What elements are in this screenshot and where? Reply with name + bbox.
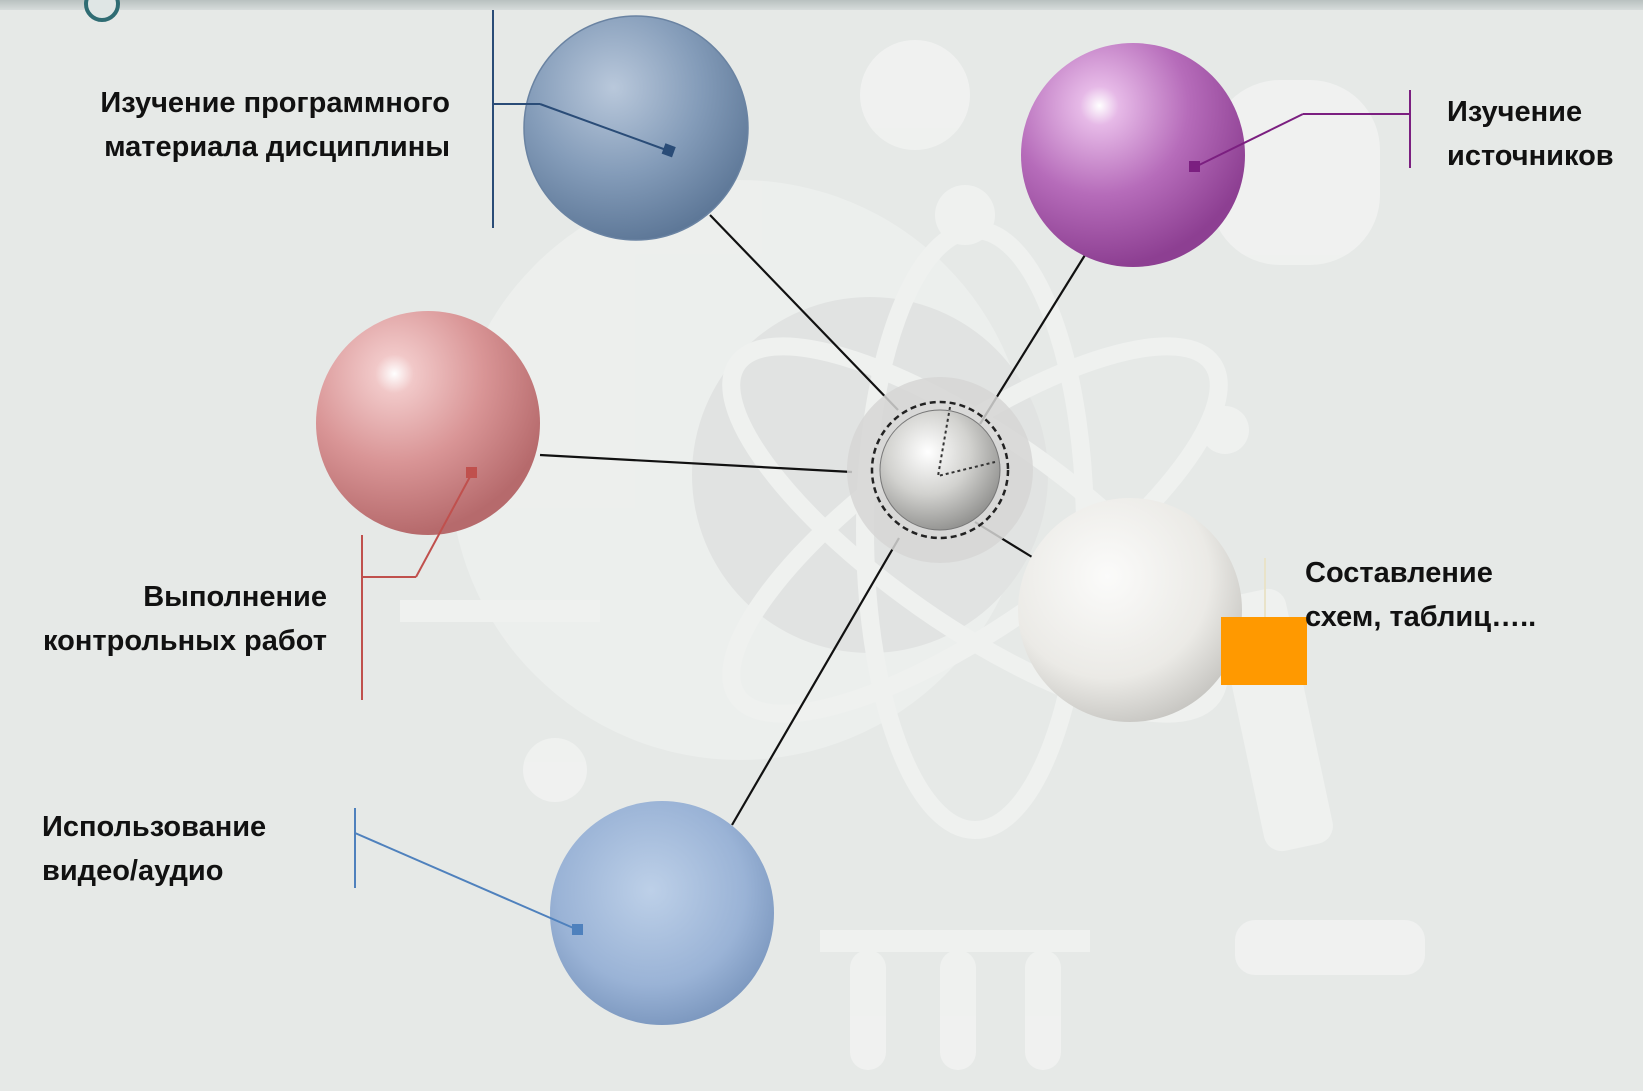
atom-node-1 (935, 185, 995, 245)
label-program-study: Изучение программного материала дисципли… (40, 81, 450, 169)
tube-2 (940, 950, 976, 1070)
callout-control (361, 472, 473, 700)
label-schemes-tables-line1: Составление (1305, 557, 1493, 589)
sphere-program-study (523, 15, 749, 241)
label-control-works-line2: контрольных работ (43, 625, 327, 657)
connector-video (731, 537, 900, 826)
hub-sphere (879, 409, 1001, 531)
connector-control (539, 453, 853, 474)
label-schemes-tables: Составление схем, таблиц….. (1305, 551, 1536, 639)
callout-video-dot (572, 924, 583, 935)
microscope-base (1235, 920, 1425, 975)
callout-program-dot (661, 143, 676, 158)
top-bar (0, 0, 1643, 10)
callout-sources-dot (1189, 161, 1200, 172)
atom-node-3 (523, 738, 587, 802)
sphere-control-works (316, 311, 540, 535)
label-control-works-line1: Выполнение (143, 581, 327, 613)
center-hub (847, 377, 1033, 563)
label-control-works: Выполнение контрольных работ (0, 575, 327, 663)
label-program-study-line1: Изучение программного (100, 87, 450, 119)
callout-control-dot (466, 467, 477, 478)
tube-1 (850, 950, 886, 1070)
callouts (354, 10, 1411, 935)
callout-video (354, 808, 579, 931)
connectors (539, 214, 1086, 826)
callout-program (492, 10, 670, 228)
tube-3 (1025, 950, 1061, 1070)
label-sources-study: Изучение источников (1447, 90, 1614, 178)
label-video-audio-line1: Использование (42, 811, 267, 843)
label-video-audio: Использование видео/аудио (42, 805, 266, 893)
sphere-schemes-tables (1018, 498, 1242, 722)
label-sources-study-line2: источников (1447, 140, 1614, 172)
highlight-box (1221, 617, 1307, 685)
stand-base (400, 600, 600, 622)
label-sources-study-line1: Изучение (1447, 96, 1583, 128)
sphere-video-audio (550, 801, 774, 1025)
hub-dashed-ring (870, 400, 1010, 540)
label-program-study-line2: материала дисциплины (104, 131, 450, 163)
label-schemes-tables-line2: схем, таблиц….. (1305, 601, 1537, 633)
hub-pointer (936, 406, 996, 478)
atom-node-2 (1201, 406, 1249, 454)
connector-program (709, 214, 899, 411)
connector-sources (979, 254, 1086, 425)
gear-shape (860, 40, 970, 150)
tube-rack (820, 930, 1090, 952)
logo-icon (84, 0, 120, 22)
sphere-sources-study (1021, 43, 1245, 267)
callout-sources (1194, 90, 1411, 168)
label-video-audio-line2: видео/аудио (42, 855, 224, 887)
brain-shape (1210, 80, 1380, 265)
